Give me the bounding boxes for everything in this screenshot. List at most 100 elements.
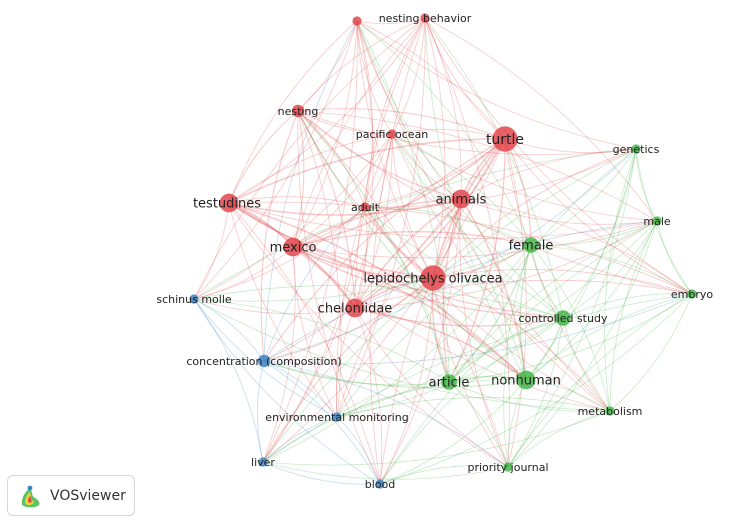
- network-link: [297, 110, 693, 295]
- node-embryo[interactable]: [687, 289, 697, 299]
- node-genetics[interactable]: [631, 144, 641, 154]
- network-link: [336, 397, 611, 418]
- network-link: [562, 293, 693, 319]
- network-link: [228, 202, 527, 381]
- network-link: [379, 220, 658, 485]
- network-link: [193, 298, 611, 412]
- node-label-environmental-monitoring: environmental monitoring: [265, 411, 408, 424]
- network-link: [424, 17, 564, 319]
- node-lepidochelys-olivacea[interactable]: [420, 265, 446, 291]
- network-link: [507, 293, 693, 468]
- network-link: [193, 246, 294, 300]
- node-animals[interactable]: [451, 189, 471, 209]
- network-link: [292, 246, 434, 279]
- node-controlled-study[interactable]: [555, 310, 571, 326]
- network-link: [193, 17, 426, 300]
- network-link: [335, 307, 356, 418]
- network-link: [262, 293, 693, 463]
- network-link: [391, 133, 434, 279]
- network-link: [460, 198, 527, 381]
- network-link: [379, 317, 564, 485]
- network-link: [356, 20, 434, 279]
- node-label-concentration-composition: concentration (composition): [186, 355, 341, 368]
- network-link: [263, 360, 338, 418]
- network-link: [263, 138, 506, 362]
- network-link: [262, 20, 358, 463]
- network-link: [354, 138, 506, 309]
- node-metabolism[interactable]: [605, 406, 615, 416]
- network-link: [292, 138, 506, 248]
- network-link: [460, 198, 693, 295]
- node-label-liver: liver: [251, 456, 275, 469]
- network-nodes: [189, 13, 697, 489]
- node-article[interactable]: [441, 374, 457, 390]
- network-link: [530, 244, 693, 295]
- network-link: [609, 293, 693, 412]
- network-link: [391, 133, 527, 381]
- node-testudines[interactable]: [219, 193, 239, 213]
- node-schinus-molle[interactable]: [189, 294, 199, 304]
- node-priority-journal[interactable]: [503, 462, 513, 472]
- network-link: [364, 198, 462, 210]
- network-link: [604, 148, 637, 412]
- network-link: [263, 360, 450, 386]
- network-link: [459, 198, 509, 468]
- network-link: [379, 293, 693, 485]
- network-link: [507, 410, 611, 468]
- network-link: [354, 133, 393, 309]
- node-nesting[interactable]: [291, 104, 305, 118]
- node-turtle[interactable]: [492, 126, 518, 152]
- node-mexico[interactable]: [283, 237, 303, 257]
- network-link: [391, 133, 658, 222]
- network-link: [257, 360, 265, 463]
- network-link: [193, 202, 230, 300]
- network-link: [364, 17, 426, 208]
- network-link: [193, 298, 265, 362]
- network-link: [292, 246, 611, 412]
- network-link: [262, 138, 506, 463]
- network-link: [263, 220, 658, 362]
- network-link: [193, 133, 393, 300]
- node-nesting-behavior[interactable]: [420, 13, 430, 23]
- network-link: [530, 244, 611, 412]
- network-link: [356, 20, 393, 135]
- network-link: [369, 17, 426, 485]
- network-link: [503, 244, 532, 468]
- node-concentration-composition[interactable]: [257, 354, 271, 368]
- network-link: [193, 20, 358, 300]
- network-link: [228, 202, 509, 468]
- network-link: [460, 148, 637, 200]
- node-cheloniidae[interactable]: [345, 298, 365, 318]
- node-label-article: article: [429, 376, 470, 391]
- network-link: [263, 360, 509, 468]
- network-link: [263, 360, 381, 485]
- network-link: [292, 220, 658, 259]
- network-link: [356, 20, 373, 208]
- network-link: [519, 244, 532, 381]
- node-blood[interactable]: [375, 479, 385, 489]
- network-link: [424, 17, 527, 381]
- network-link: [292, 20, 358, 248]
- network-link: [525, 148, 637, 381]
- network-link: [562, 148, 637, 319]
- node-liver[interactable]: [258, 457, 268, 467]
- network-link: [364, 148, 637, 208]
- network-link: [262, 410, 611, 466]
- network-link: [193, 284, 564, 319]
- node-pacific-ocean[interactable]: [387, 129, 397, 139]
- network-link: [297, 110, 356, 309]
- network-link: [263, 206, 366, 362]
- network-link: [297, 110, 366, 208]
- vosviewer-badge-text: VOSviewer: [50, 487, 126, 504]
- network-link: [562, 317, 611, 412]
- node-adult[interactable]: [360, 202, 370, 212]
- node-female[interactable]: [523, 237, 539, 253]
- node-nonhuman[interactable]: [516, 370, 536, 390]
- network-link: [448, 381, 611, 412]
- network-link: [297, 108, 506, 140]
- node-unlabeled-top[interactable]: [352, 16, 362, 26]
- node-environmental-monitoring[interactable]: [332, 412, 342, 422]
- node-male[interactable]: [652, 216, 662, 226]
- network-link: [297, 110, 462, 200]
